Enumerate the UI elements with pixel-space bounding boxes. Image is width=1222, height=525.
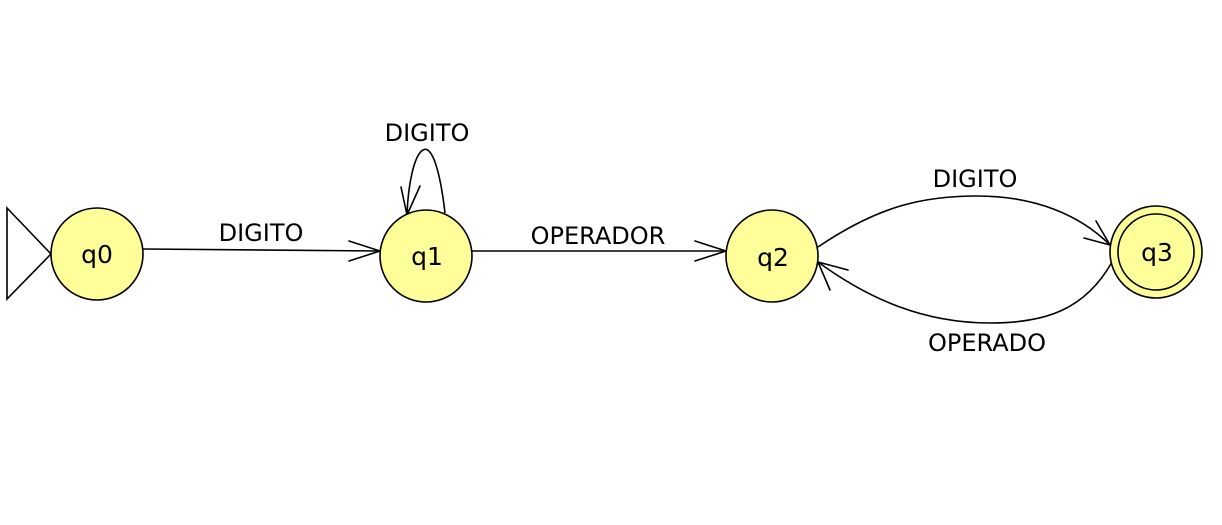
transition-q0-q1: DIGITO — [142, 219, 381, 262]
transition-q1-q1: DIGITO — [385, 119, 470, 216]
transition-q3-q2: OPERADO — [817, 261, 1113, 357]
state-circle — [725, 209, 819, 303]
state-label: q1 — [411, 242, 443, 271]
state-inner-circle — [1117, 213, 1195, 291]
state-circle — [379, 209, 473, 303]
state-q2: q2 — [725, 209, 819, 303]
initial-state-marker — [6, 206, 53, 301]
state-circle — [50, 207, 144, 301]
transition-line — [142, 248, 381, 252]
transition-label: OPERADOR — [531, 222, 666, 250]
state-label: q2 — [757, 243, 789, 272]
transition-line — [817, 261, 1113, 324]
state-q3: q3 — [1109, 205, 1203, 299]
transition-label: OPERADO — [928, 329, 1046, 357]
transition-label: DIGITO — [385, 119, 470, 147]
transition-line — [406, 148, 446, 216]
transition-label: DIGITO — [219, 219, 304, 247]
transition-q1-q2: OPERADOR — [471, 222, 727, 262]
state-label: q3 — [1141, 238, 1173, 267]
state-label: q0 — [81, 240, 113, 269]
transition-line — [817, 195, 1111, 248]
transition-q2-q3: DIGITO — [817, 165, 1111, 248]
transition-label: DIGITO — [933, 165, 1018, 193]
state-q1: q1 — [379, 209, 473, 303]
state-q0: q0 — [50, 207, 144, 301]
